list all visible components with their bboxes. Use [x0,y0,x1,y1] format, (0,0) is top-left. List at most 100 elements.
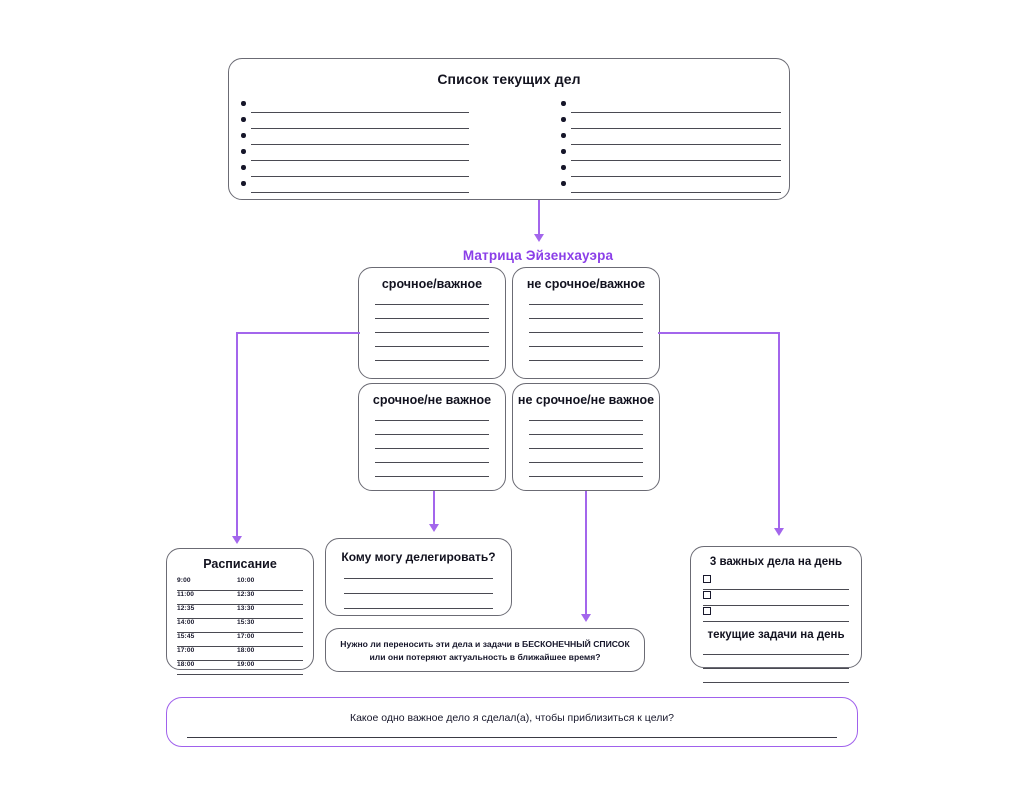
schedule-end-time: 12:30 [237,591,255,598]
write-line[interactable] [529,476,643,477]
checkbox-icon[interactable] [703,591,711,599]
connector-q2-right-horizontal [658,332,780,334]
todo-bullet-row[interactable] [561,163,781,177]
schedule-start-time: 12:35 [177,605,195,612]
quadrant-lines[interactable] [375,420,489,477]
checkbox-icon[interactable] [703,607,711,615]
write-line[interactable] [703,682,849,683]
todo-bullet-row[interactable] [561,179,781,193]
todo-write-line[interactable] [251,160,469,161]
quadrant-lines[interactable] [375,304,489,361]
connector-q1-left-vertical [236,332,238,540]
schedule-end-time: 15:30 [237,619,255,626]
bullet-dot-icon [561,165,566,170]
todo-write-line[interactable] [251,128,469,129]
todo-bullet-row[interactable] [241,131,469,145]
bullet-dot-icon [561,101,566,106]
write-line[interactable] [375,304,489,305]
todo-write-line[interactable] [251,112,469,113]
write-line[interactable] [529,462,643,463]
write-line[interactable] [375,434,489,435]
write-line[interactable] [375,476,489,477]
write-line[interactable] [703,668,849,669]
bullet-dot-icon [561,133,566,138]
write-line[interactable] [529,304,643,305]
bullet-dot-icon [241,133,246,138]
todo-bullet-row[interactable] [241,147,469,161]
todo-bullet-row[interactable] [561,99,781,113]
write-line[interactable] [529,360,643,361]
goal-answer-line[interactable] [187,737,837,738]
write-line[interactable] [375,462,489,463]
write-line[interactable] [344,593,493,594]
todo-write-line[interactable] [251,144,469,145]
todo-write-line[interactable] [571,176,781,177]
schedule-end-time: 13:30 [237,605,255,612]
todo-bullet-row[interactable] [561,147,781,161]
write-line[interactable] [529,448,643,449]
todo-write-line[interactable] [571,144,781,145]
schedule-end-time: 17:00 [237,633,255,640]
todo-bullet-row[interactable] [241,115,469,129]
write-line[interactable] [375,318,489,319]
infinite-list-card: Нужно ли переносить эти дела и задачи в … [325,628,645,672]
write-line[interactable] [375,346,489,347]
arrowhead-to-infinite-list [581,614,591,622]
todo-write-line[interactable] [571,160,781,161]
important-task-row[interactable] [703,606,849,622]
todo-write-line[interactable] [571,112,781,113]
schedule-end-time: 18:00 [237,647,255,654]
important-task-row[interactable] [703,590,849,606]
write-line[interactable] [375,420,489,421]
write-line[interactable] [529,346,643,347]
write-line[interactable] [529,434,643,435]
three-important-checkbox-rows[interactable] [703,574,849,622]
todo-write-line[interactable] [571,192,781,193]
write-line[interactable] [703,654,849,655]
write-line[interactable] [529,420,643,421]
goal-question-card: Какое одно важное дело я сделал(а), чтоб… [166,697,858,747]
current-tasks-lines[interactable] [703,654,849,683]
delegate-lines[interactable] [344,578,493,609]
schedule-start-time: 18:00 [177,661,195,668]
schedule-title: Расписание [203,557,277,571]
todo-bullet-row[interactable] [561,115,781,129]
write-line[interactable] [529,318,643,319]
write-line[interactable] [375,448,489,449]
todo-bullet-row[interactable] [241,163,469,177]
schedule-row[interactable]: 12:35 13:30 [177,605,303,619]
arrowhead-todo-to-matrix [534,234,544,242]
write-line[interactable] [529,332,643,333]
arrowhead-to-three-important [774,528,784,536]
three-important-title: 3 важных дела на день [709,556,843,568]
quadrant-title: срочное/важное [381,277,483,291]
todo-bullet-row[interactable] [241,179,469,193]
todo-bullet-row[interactable] [241,99,469,113]
bullet-dot-icon [561,117,566,122]
checkbox-icon[interactable] [703,575,711,583]
bullet-dot-icon [241,101,246,106]
write-line[interactable] [375,360,489,361]
important-task-row[interactable] [703,574,849,590]
matrix-quadrant-urgent-not-important: срочное/не важное [358,383,506,491]
delegate-title: Кому могу делегировать? [341,550,496,564]
write-line[interactable] [375,332,489,333]
write-line[interactable] [344,608,493,609]
todo-bullet-row[interactable] [561,131,781,145]
arrowhead-to-delegate [429,524,439,532]
todo-write-line[interactable] [571,128,781,129]
infinite-list-text: Нужно ли переносить эти дела и задачи в … [340,639,630,662]
quadrant-lines[interactable] [529,420,643,477]
todo-write-line[interactable] [251,192,469,193]
quadrant-lines[interactable] [529,304,643,361]
schedule-end-time: 10:00 [237,577,255,584]
todo-write-line[interactable] [251,176,469,177]
write-line[interactable] [344,578,493,579]
